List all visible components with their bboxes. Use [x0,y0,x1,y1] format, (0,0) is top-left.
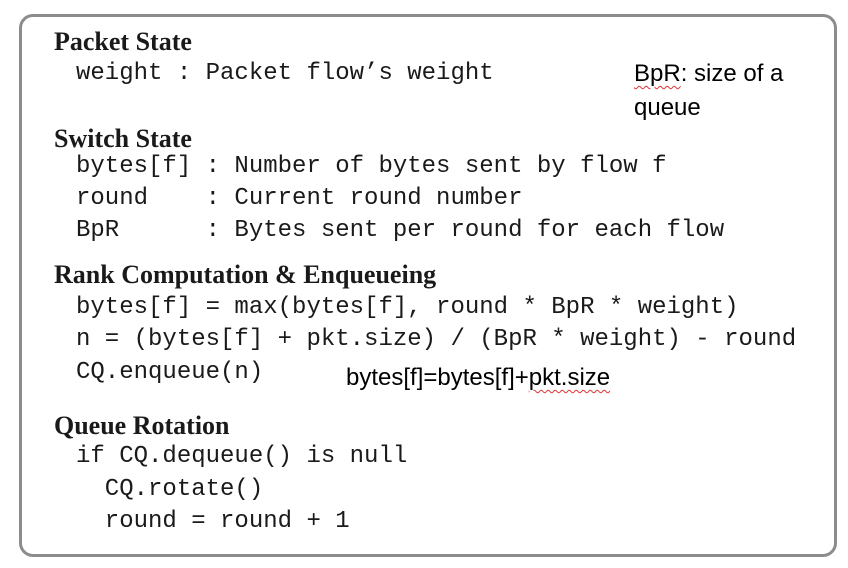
packet-state-heading: Packet State [54,27,192,56]
bytes-update-note: bytes[f]=bytes[f]+pkt.size [346,366,610,390]
bpr-note-term: BpR [634,60,681,87]
rank-line-bytes-max: bytes[f] = max(bytes[f], round * BpR * w… [76,294,739,321]
switch-state-line-bytes: bytes[f] : Number of bytes sent by flow … [76,153,667,180]
bytes-update-prefix: bytes[f]=bytes[f]+ [346,364,529,391]
rank-line-n: n = (bytes[f] + pkt.size) / (BpR * weigh… [76,326,797,353]
rank-computation-heading: Rank Computation & Enqueueing [54,260,437,289]
switch-state-line-bpr: BpR : Bytes sent per round for each flow [76,217,725,244]
rotation-line-rotate: CQ.rotate() [76,476,264,503]
rotation-line-if: if CQ.dequeue() is null [76,443,408,470]
rotation-line-round: round = round + 1 [76,508,350,535]
switch-state-line-round: round : Current round number [76,185,523,212]
rank-line-enqueue: CQ.enqueue(n) [76,359,264,386]
bpr-note-line-1: BpR: size of a [634,62,783,86]
queue-rotation-heading: Queue Rotation [54,411,230,440]
bpr-note-rest: : size of a [680,60,784,87]
algorithm-box [19,14,837,557]
switch-state-heading: Switch State [54,124,192,153]
bytes-update-squiggled: pkt.size [528,364,611,391]
packet-state-line-weight: weight : Packet flow’s weight [76,60,494,87]
bpr-note-line-2: queue [634,94,701,121]
